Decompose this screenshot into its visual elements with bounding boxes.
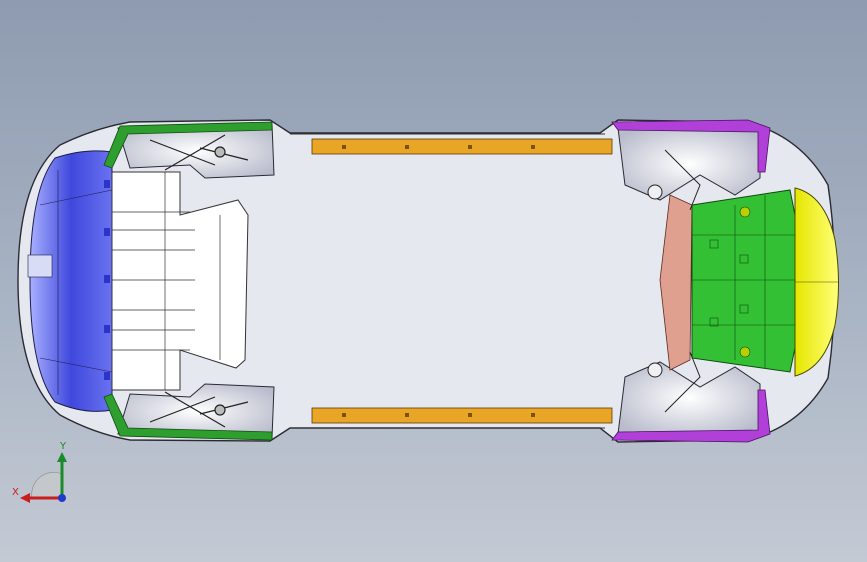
y-axis-label: Y xyxy=(60,441,67,452)
front-crossmember xyxy=(659,194,693,371)
x-axis-head xyxy=(20,493,30,503)
sill-rail-holes xyxy=(342,145,535,417)
coordinate-triad: Y X xyxy=(10,438,80,508)
rear-floor-panel xyxy=(111,171,249,391)
front-wheelhouse-flange-top xyxy=(611,119,771,173)
rear-wheelhouse-flange-top xyxy=(103,121,273,169)
sill-rail-bottom xyxy=(311,407,613,424)
front-subframe-details xyxy=(692,195,795,368)
rear-bumper-beam xyxy=(29,150,113,412)
rear-floor-ribs xyxy=(112,172,221,390)
front-wheelhouse-flange-bottom xyxy=(611,389,771,443)
x-axis-label: X xyxy=(12,487,19,498)
rear-suspension-links xyxy=(149,134,249,428)
rear-wheelhouse-flange-bottom xyxy=(103,393,273,441)
sill-rail-top xyxy=(311,138,613,155)
triad-base xyxy=(31,472,63,499)
y-axis-head xyxy=(57,452,67,462)
z-axis-dot xyxy=(58,494,66,502)
rear-floor-clips xyxy=(104,180,110,380)
front-subframe-plate xyxy=(691,189,796,373)
front-suspension xyxy=(647,149,701,413)
rear-bumper-lines xyxy=(27,170,113,395)
triad-graphic xyxy=(20,452,67,503)
